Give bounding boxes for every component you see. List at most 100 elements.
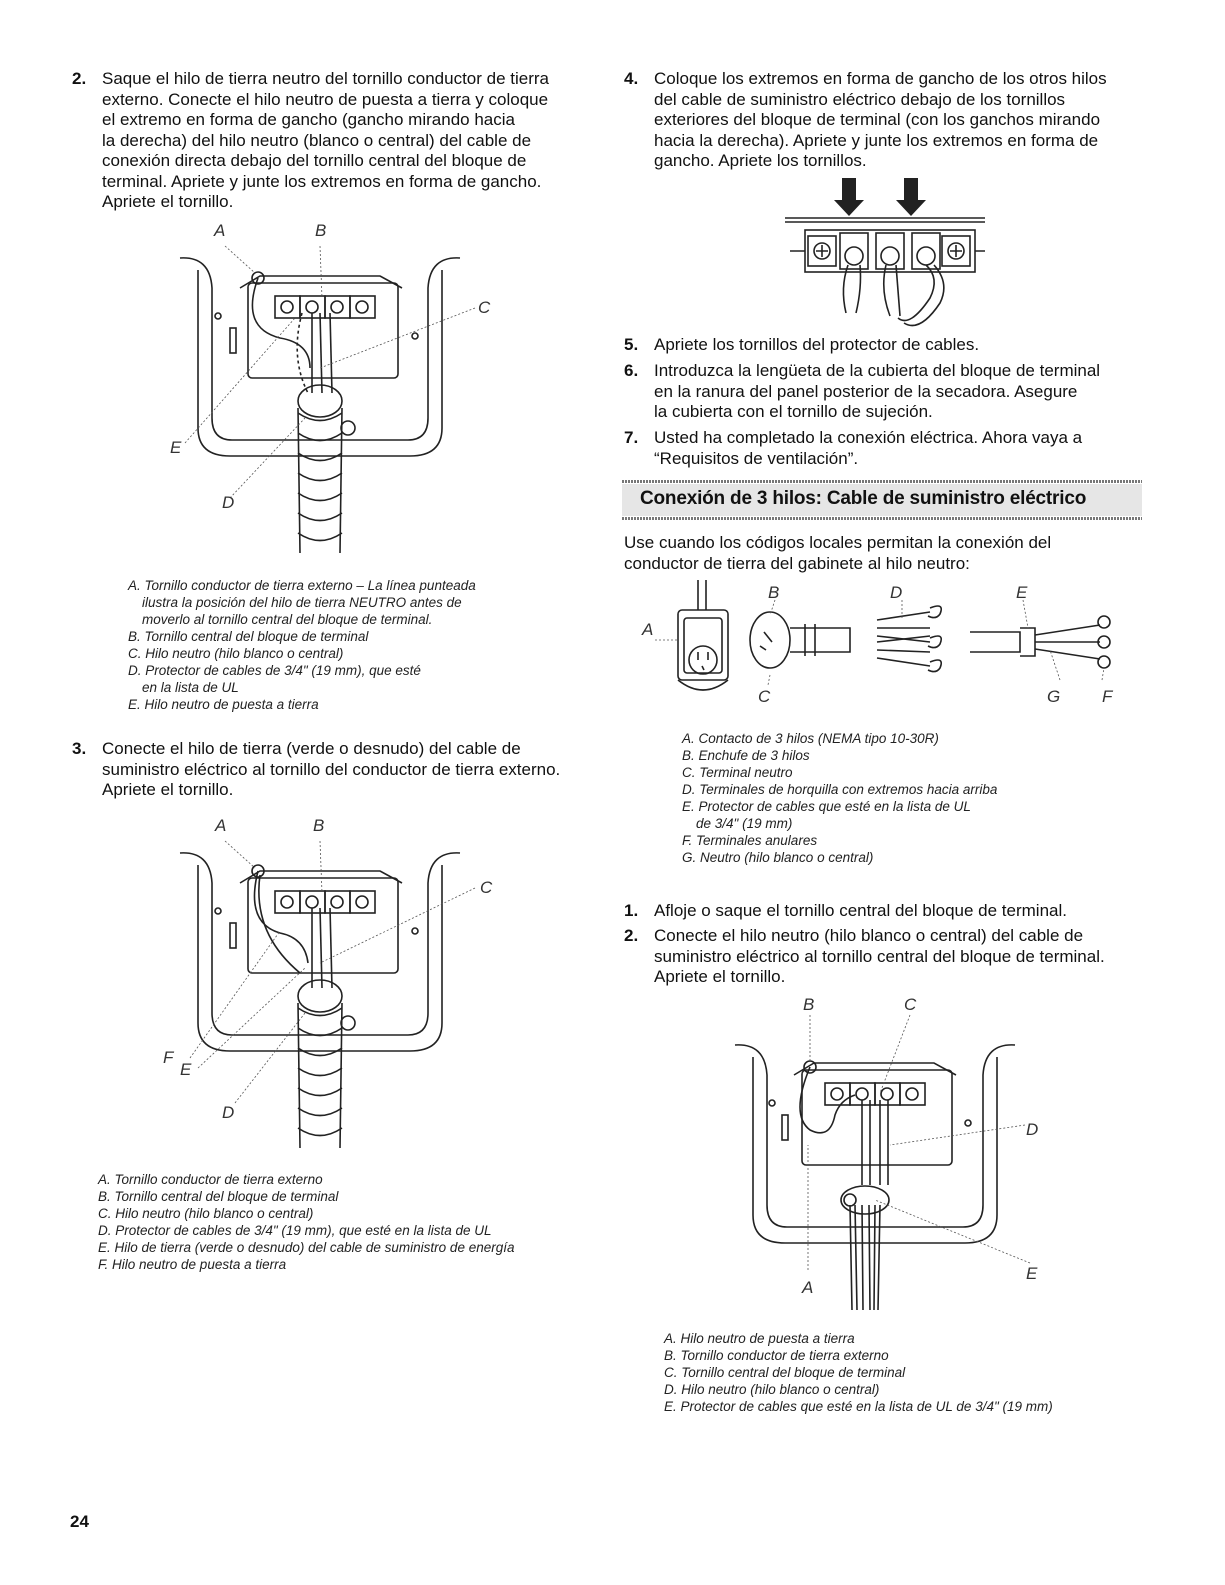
page-number: 24	[70, 1512, 89, 1531]
text-line: Usted ha completado la conexión eléctric…	[654, 428, 1083, 447]
text-line: hacia la derecha). Apriete y junte los e…	[654, 130, 1099, 150]
caption: en la lista de UL	[142, 680, 239, 695]
callout-label: C	[480, 878, 493, 897]
step-number: 7.	[624, 428, 639, 447]
text-line: del cable de suministro eléctrico debajo…	[654, 89, 1066, 109]
step-number: 6.	[624, 361, 639, 380]
text-line: Introduzca la lengüeta de la cubierta de…	[654, 361, 1101, 380]
figure-4-captions: A. Hilo neutro de puesta a tierra B. Tor…	[664, 1330, 1144, 1415]
figure-1-captions: A. Tornillo conductor de tierra externo …	[128, 577, 598, 713]
figure-2-captions: A. Tornillo conductor de tierra externo …	[98, 1171, 598, 1273]
callout-label: D	[890, 583, 902, 602]
text-line: suministro eléctrico al tornillo del con…	[102, 759, 561, 779]
step-text: Coloque los extremos en forma de gancho …	[654, 69, 1107, 172]
text-line: terminal. Apriete y junte los extremos e…	[102, 171, 542, 191]
callout-label: F	[163, 1048, 175, 1067]
callout-label: C	[758, 687, 771, 706]
callout-label: G	[1047, 687, 1060, 706]
callout-label: B	[803, 995, 814, 1014]
text-line: conductor de tierra del gabinete al hilo…	[624, 553, 970, 573]
step-number: 5.	[624, 335, 639, 354]
caption: C. Hilo neutro (hilo blanco o central)	[128, 646, 344, 661]
text-line: externo. Conecte el hilo neutro de puest…	[102, 89, 549, 109]
callout-label: A	[214, 816, 226, 835]
caption: C. Hilo neutro (hilo blanco o central)	[98, 1206, 314, 1221]
caption: de 3/4" (19 mm)	[696, 816, 793, 831]
caption: G. Neutro (hilo blanco o central)	[682, 850, 874, 865]
callout-label: E	[1016, 583, 1028, 602]
text-line: Apriete el tornillo.	[102, 780, 234, 799]
caption: F. Terminales anulares	[682, 833, 818, 848]
callout-label: B	[768, 583, 779, 602]
text-line: Apriete los tornillos del protector de c…	[654, 335, 980, 354]
text-line: exteriores del bloque de terminal (con l…	[654, 110, 1101, 129]
step-number: 1.	[624, 901, 639, 920]
callout-label: F	[1102, 687, 1114, 706]
caption: D. Protector de cables de 3/4" (19 mm), …	[98, 1223, 492, 1238]
text-line: Saque el hilo de tierra neutro del torni…	[102, 69, 549, 88]
terminal-block-figure-1: A B C D E	[170, 221, 491, 554]
caption: B. Tornillo central del bloque de termin…	[128, 629, 369, 644]
callout-label: D	[1026, 1120, 1038, 1139]
step-text: Conecte el hilo de tierra (verde o desnu…	[102, 739, 560, 801]
text-line: en la ranura del panel posterior de la s…	[654, 381, 1078, 401]
callout-label: A	[213, 221, 225, 240]
caption: A. Tornillo conductor de tierra externo	[98, 1172, 323, 1187]
text-line: Conecte el hilo de tierra (verde o desnu…	[102, 739, 521, 758]
caption: D. Hilo neutro (hilo blanco o central)	[664, 1382, 880, 1397]
terminal-block-figure-2: A B C D E F	[163, 816, 493, 1149]
callout-label: D	[222, 1103, 234, 1122]
text-line: conexión directa debajo del tornillo cen…	[102, 151, 527, 170]
caption: F. Hilo neutro de puesta a tierra	[98, 1257, 287, 1272]
section-intro: Use cuando los códigos locales permitan …	[624, 533, 1154, 574]
text-line: la cubierta con el tornillo de sujeción.	[654, 402, 933, 421]
caption: A. Contacto de 3 hilos (NEMA tipo 10-30R…	[682, 731, 939, 746]
text-line: suministro eléctrico al tornillo central…	[654, 946, 1105, 966]
step-number: 3.	[72, 739, 87, 758]
section-title: Conexión de 3 hilos: Cable de suministro…	[640, 488, 1087, 509]
callout-label: E	[170, 438, 182, 457]
caption: B. Tornillo central del bloque de termin…	[98, 1189, 339, 1204]
caption: C. Tornillo central del bloque de termin…	[664, 1365, 906, 1380]
terminal-strip-figure	[785, 178, 985, 327]
text-line: gancho. Apriete los tornillos.	[654, 151, 867, 170]
step-text: Apriete los tornillos del protector de c…	[654, 335, 979, 356]
text-line: Use cuando los códigos locales permitan …	[624, 533, 1052, 552]
caption: B. Tornillo conductor de tierra externo	[664, 1348, 889, 1363]
text-line: Conecte el hilo neutro (hilo blanco o ce…	[654, 926, 1084, 945]
caption: D. Protector de cables de 3/4" (19 mm), …	[128, 663, 421, 678]
callout-label: A	[801, 1278, 813, 1297]
text-line: “Requisitos de ventilación”.	[654, 448, 859, 468]
callout-label: D	[222, 493, 234, 512]
callout-label: B	[313, 816, 324, 835]
caption: E. Hilo de tierra (verde o desnudo) del …	[98, 1240, 515, 1255]
caption: C. Terminal neutro	[682, 765, 793, 780]
callout-label: B	[315, 221, 326, 240]
text-line: el extremo en forma de gancho (gancho mi…	[102, 110, 515, 129]
text-line: Coloque los extremos en forma de gancho …	[654, 69, 1107, 88]
caption: B. Enchufe de 3 hilos	[682, 748, 810, 763]
callout-label: E	[180, 1060, 192, 1079]
caption: D. Terminales de horquilla con extremos …	[682, 782, 998, 797]
caption: A. Hilo neutro de puesta a tierra	[664, 1331, 855, 1346]
caption: A. Tornillo conductor de tierra externo …	[128, 578, 476, 593]
step-text: Saque el hilo de tierra neutro del torni…	[102, 69, 549, 213]
terminal-block-figure-4: B C D E A	[734, 995, 1038, 1311]
caption: E. Protector de cables que esté en la li…	[682, 799, 971, 814]
step-text: Introduzca la lengüeta de la cubierta de…	[654, 361, 1100, 423]
text-line: la derecha) del hilo neutro (blanco o ce…	[102, 130, 532, 150]
caption: moverlo al tornillo central del bloque d…	[142, 612, 433, 627]
step-text: Usted ha completado la conexión eléctric…	[654, 428, 1082, 469]
text-line: Afloje o saque el tornillo central del b…	[654, 901, 1067, 920]
callout-label: C	[904, 995, 917, 1014]
step-number: 4.	[624, 69, 639, 88]
step-text: Conecte el hilo neutro (hilo blanco o ce…	[654, 926, 1105, 988]
caption: E. Hilo neutro de puesta a tierra	[128, 697, 319, 712]
divider	[622, 480, 1142, 483]
section-heading: Conexión de 3 hilos: Cable de suministro…	[622, 480, 1142, 520]
callout-label: A	[641, 620, 653, 639]
callout-label: C	[478, 298, 491, 317]
divider	[622, 517, 1142, 520]
step-number: 2.	[624, 926, 639, 945]
step-number: 2.	[72, 69, 87, 88]
